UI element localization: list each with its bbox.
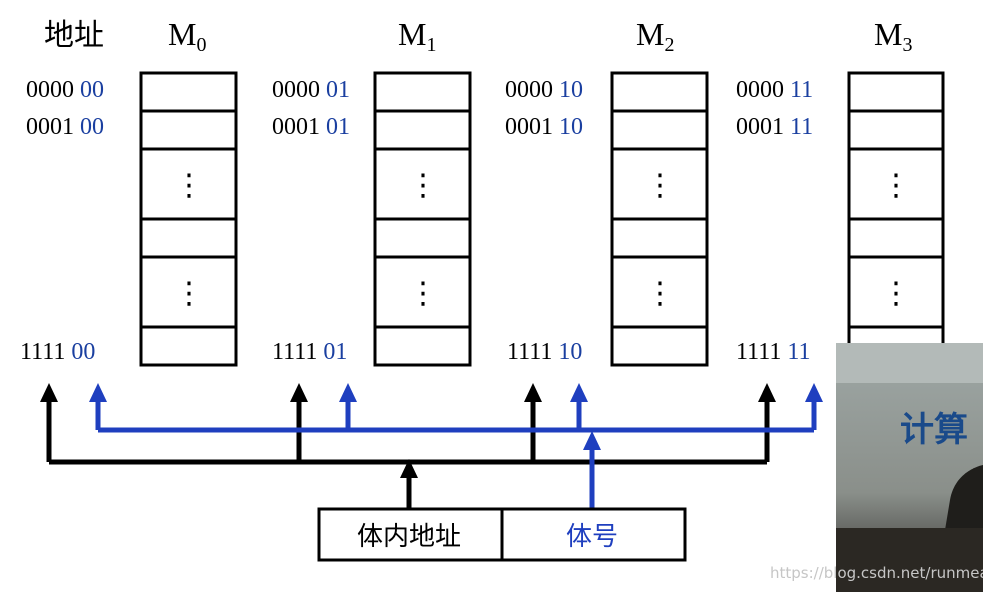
arrow-head-icon xyxy=(583,431,601,450)
bank-number-bus xyxy=(95,400,817,509)
module-label-m3: M3 xyxy=(874,16,912,56)
banner-text: 计算 xyxy=(900,410,968,450)
address-label-m0-second: 0001 00 xyxy=(26,114,104,140)
svg-text:M1: M1 xyxy=(398,16,436,56)
vertical-ellipsis-icon: ⋮ xyxy=(881,276,911,311)
inner-address-field: 体内地址 xyxy=(357,522,461,552)
memory-cell xyxy=(373,325,472,367)
memory-module-m1 xyxy=(373,71,472,367)
address-label-m1-last: 1111 01 xyxy=(272,339,347,365)
arrow-head-icon xyxy=(524,383,542,402)
svg-text:M2: M2 xyxy=(636,16,674,56)
address-label-m0-last: 1111 00 xyxy=(20,339,95,365)
memory-cell-ellipsis xyxy=(139,147,238,221)
vertical-ellipsis-icon: ⋮ xyxy=(408,168,438,203)
vertical-ellipsis-icon: ⋮ xyxy=(645,168,675,203)
address-label-m2-last: 1111 10 xyxy=(507,339,582,365)
wall-area xyxy=(836,343,983,383)
arrow-head-icon xyxy=(339,383,357,402)
memory-cell xyxy=(610,109,709,151)
memory-cell xyxy=(139,325,238,367)
memory-cell xyxy=(847,109,945,151)
vertical-ellipsis-icon: ⋮ xyxy=(645,276,675,311)
module-label-m0: M0 xyxy=(168,16,206,56)
address-label-m0-first: 0000 00 xyxy=(26,77,104,103)
memory-cell xyxy=(847,71,945,113)
desk-area xyxy=(836,528,983,592)
address-register: 体内地址 体号 xyxy=(317,507,687,562)
bank-number-field: 体号 xyxy=(566,522,618,552)
memory-cell xyxy=(139,217,238,259)
memory-cell-ellipsis xyxy=(847,255,945,329)
arrow-head-icon xyxy=(40,383,58,402)
memory-cell xyxy=(610,71,709,113)
module-subscript: 0 xyxy=(196,34,206,56)
memory-cell xyxy=(847,217,945,259)
vertical-ellipsis-icon: ⋮ xyxy=(408,276,438,311)
memory-module-m0 xyxy=(139,71,238,367)
watermark-text: https://blog.csdn.net/runmeat xyxy=(770,564,983,582)
arrow-head-icon xyxy=(805,383,823,402)
arrow-head-icon xyxy=(290,383,308,402)
vertical-ellipsis-icon: ⋮ xyxy=(174,168,204,203)
svg-text:M0: M0 xyxy=(168,16,206,56)
inner-address-bus xyxy=(46,400,770,509)
memory-cell xyxy=(139,71,238,113)
memory-cell-ellipsis xyxy=(610,255,709,329)
memory-module-m2 xyxy=(610,71,709,367)
arrow-head-icon xyxy=(758,383,776,402)
address-heading: 地址 xyxy=(44,18,104,53)
module-name: M xyxy=(398,16,426,52)
module-label-m2: M2 xyxy=(636,16,674,56)
module-subscript: 1 xyxy=(426,34,436,56)
memory-cell xyxy=(610,325,709,367)
memory-cell xyxy=(373,71,472,113)
memory-cell xyxy=(139,109,238,151)
arrow-head-icon xyxy=(570,383,588,402)
address-label-m3-last: 1111 11 xyxy=(736,339,810,365)
vertical-ellipsis-icon: ⋮ xyxy=(881,168,911,203)
memory-cell-ellipsis xyxy=(373,255,472,329)
memory-cell xyxy=(373,217,472,259)
memory-cell xyxy=(373,109,472,151)
arrow-head-icon xyxy=(400,459,418,478)
module-subscript: 3 xyxy=(902,34,912,56)
memory-cell xyxy=(610,217,709,259)
address-label-m3-first: 0000 11 xyxy=(736,77,813,103)
module-name: M xyxy=(874,16,902,52)
module-subscript: 2 xyxy=(664,34,674,56)
address-label-m2-first: 0000 10 xyxy=(505,77,583,103)
address-label-m1-second: 0001 01 xyxy=(272,114,350,140)
memory-module-m3 xyxy=(847,71,945,367)
address-label-m1-first: 0000 01 xyxy=(272,77,350,103)
svg-text:M3: M3 xyxy=(874,16,912,56)
module-label-m1: M1 xyxy=(398,16,436,56)
arrow-head-icon xyxy=(89,383,107,402)
address-label-m2-second: 0001 10 xyxy=(505,114,583,140)
video-overlay: 计算 xyxy=(836,343,983,592)
address-label-m3-second: 0001 11 xyxy=(736,114,813,140)
module-name: M xyxy=(168,16,196,52)
vertical-ellipsis-icon: ⋮ xyxy=(174,276,204,311)
module-name: M xyxy=(636,16,664,52)
